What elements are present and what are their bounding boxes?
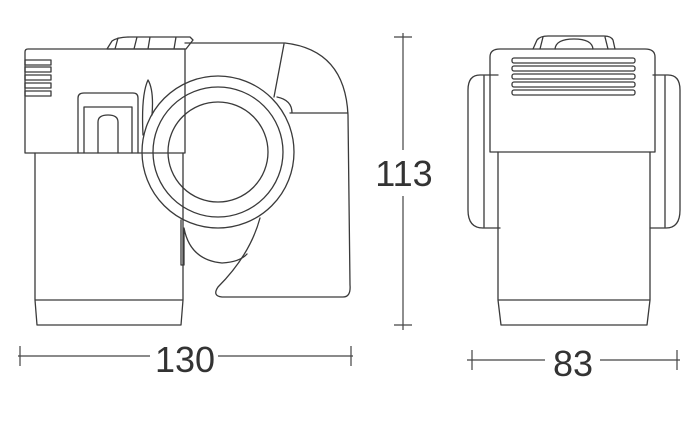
height-label: 113 (375, 153, 432, 194)
right-side-pad (649, 74, 681, 229)
shell-edge (273, 43, 349, 114)
mount-clip (77, 92, 139, 154)
top-cap (106, 36, 194, 50)
horn-shell (184, 42, 351, 298)
vent-slats (24, 59, 52, 97)
left-side-pad (467, 74, 501, 229)
top-housing (24, 48, 186, 154)
length-label: 130 (155, 339, 215, 380)
front-top-housing (489, 48, 656, 153)
front-cap (532, 35, 616, 50)
horn-middle-ring (152, 86, 284, 218)
bracket-leaf (141, 79, 154, 136)
length-dimension: 130 (18, 339, 353, 380)
width-label: 83 (553, 343, 593, 384)
horn-inner-ring (167, 101, 269, 203)
front-vent-slats (511, 57, 636, 96)
height-dimension: 113 (375, 33, 433, 330)
front-view (467, 35, 681, 326)
horn-outer-ring (141, 75, 295, 229)
front-lower-body (497, 151, 651, 326)
horn-snout (180, 219, 248, 266)
lower-body (34, 152, 184, 326)
side-view (24, 36, 351, 326)
width-dimension: 83 (467, 343, 680, 384)
